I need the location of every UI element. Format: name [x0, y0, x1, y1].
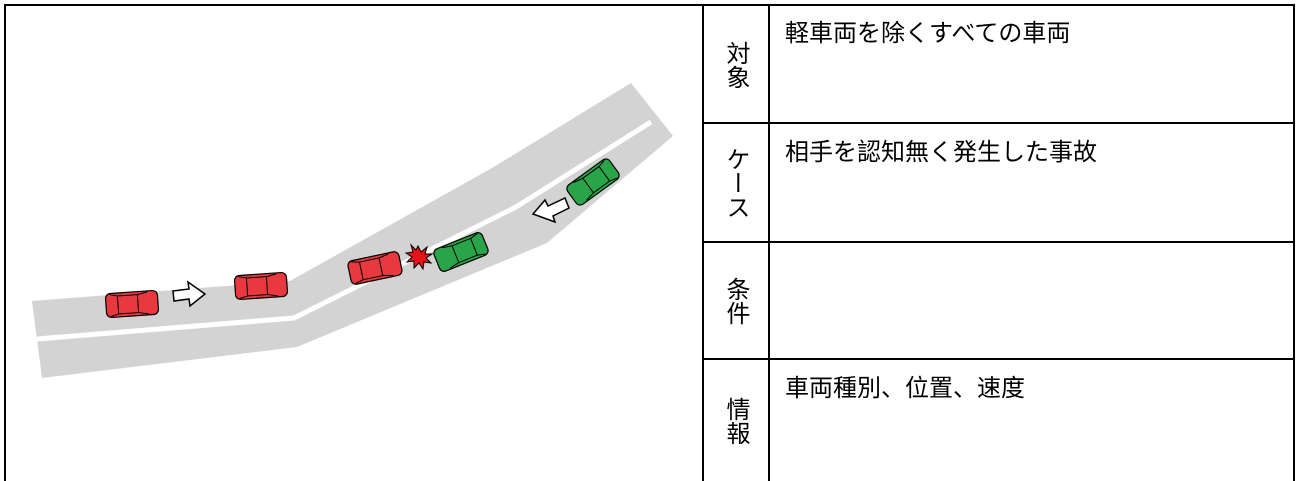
direction-arrow-right: [172, 280, 207, 308]
label-cell-target: 対象: [703, 6, 769, 123]
vehicle-red-impact: [347, 251, 403, 285]
direction-arrow-left: [531, 196, 570, 224]
label-cell-info: 情報: [703, 360, 769, 481]
accident-diagram: [32, 83, 673, 378]
value-info: 車両種別、位置、速度: [785, 374, 1025, 402]
impact-burst-icon: [404, 243, 434, 271]
label-target: 対象: [722, 40, 750, 89]
label-info: 情報: [722, 396, 750, 445]
label-condition: 条件: [722, 277, 750, 325]
value-target: 軽車両を除くすべての車両: [785, 19, 1071, 47]
label-cell-case: ケース: [703, 124, 769, 242]
value-case: 相手を認知無く発生した事故: [785, 138, 1097, 166]
lane-divider: [36, 119, 653, 342]
label-cell-condition: 条件: [703, 243, 769, 359]
vehicle-green-start: [566, 158, 620, 206]
vehicle-red-start: [104, 289, 160, 319]
vehicle-green-impact: [433, 232, 489, 272]
label-case: ケース: [722, 147, 750, 219]
vehicle-red-middle: [233, 271, 289, 301]
